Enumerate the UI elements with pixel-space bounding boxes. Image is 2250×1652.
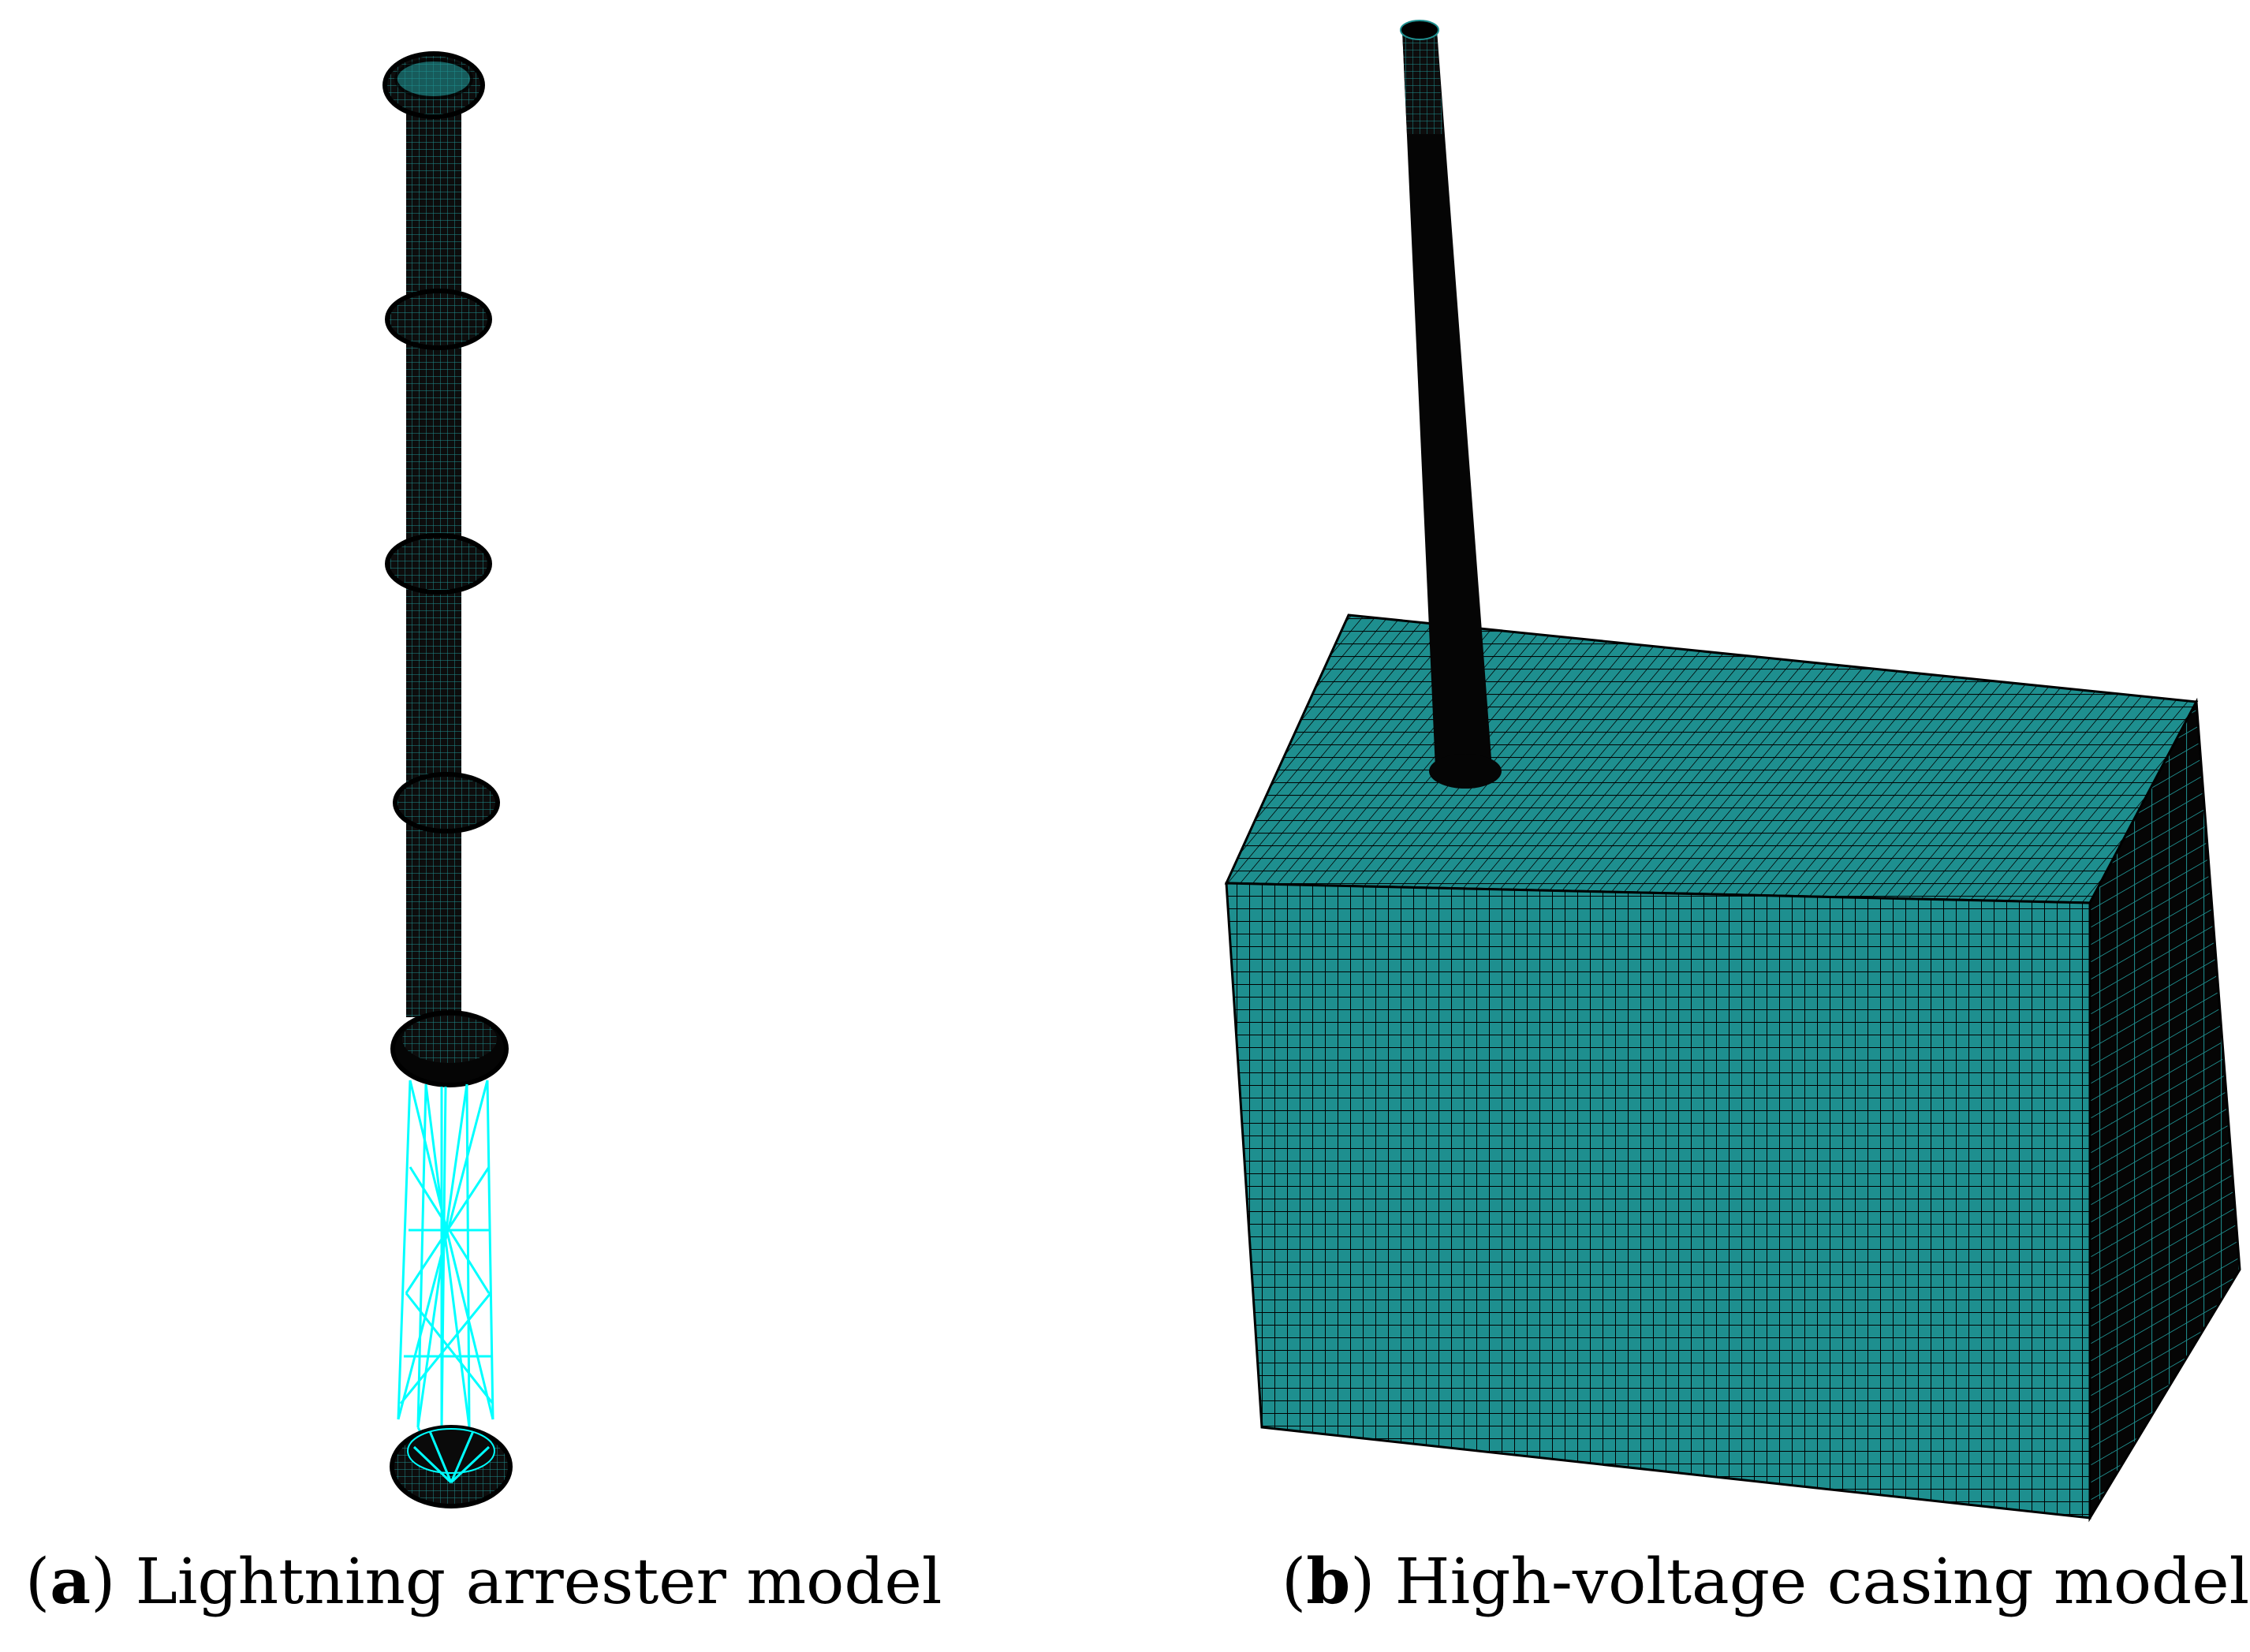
arrester-flange xyxy=(385,289,492,350)
caption-a: (a) Lightning arrester model xyxy=(25,1544,942,1618)
caption-a-letter: a xyxy=(50,1544,91,1618)
casing-top-face xyxy=(1224,613,2199,904)
arrester-base-disk xyxy=(390,1425,513,1508)
high-voltage-casing-model xyxy=(1224,20,2241,1523)
arrester-flange xyxy=(385,533,492,595)
arrester-flange-top xyxy=(382,51,485,119)
arrester-flange-lower xyxy=(390,1010,509,1087)
caption-b-letter: b xyxy=(1306,1544,1351,1618)
caption-b-text: High-voltage casing model xyxy=(1394,1545,2250,1618)
caption-a-text: Lightning arrester model xyxy=(135,1545,942,1618)
bushing-pole xyxy=(1400,20,1502,789)
lightning-arrester-model xyxy=(382,51,513,1508)
casing-front-face xyxy=(1225,882,2091,1520)
arrester-wireframe-base xyxy=(397,1080,494,1483)
caption-b: (b) High-voltage casing model xyxy=(1282,1544,2250,1618)
arrester-flange xyxy=(393,772,500,833)
